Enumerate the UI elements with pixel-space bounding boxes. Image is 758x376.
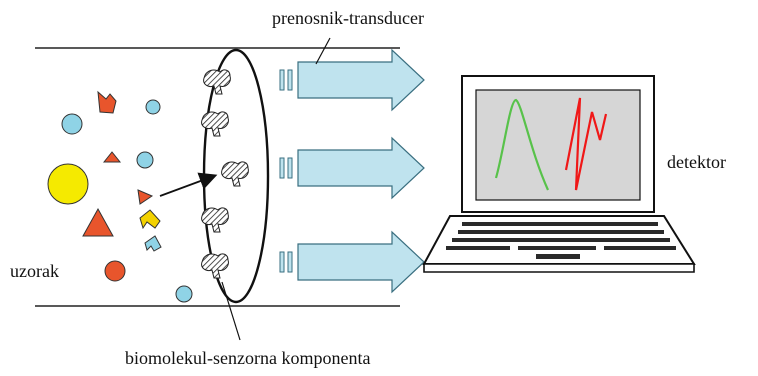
signal-trace-red bbox=[564, 97, 608, 191]
receptor-icon bbox=[201, 111, 229, 137]
receptor-icon bbox=[201, 207, 229, 233]
molecule-circle bbox=[61, 113, 83, 135]
molecule-circle bbox=[145, 99, 161, 115]
receptor-icon bbox=[203, 69, 231, 95]
molecule-blue-shape bbox=[144, 235, 162, 252]
molecule-large-triangle bbox=[82, 207, 114, 237]
detector-label: detektor bbox=[667, 152, 726, 172]
sample-label: uzorak bbox=[10, 261, 59, 281]
signal-arrow-icon bbox=[279, 230, 425, 294]
molecule-circle bbox=[136, 151, 154, 169]
receptor-icon bbox=[221, 161, 249, 187]
bioreceptor-leader-line bbox=[221, 281, 241, 341]
signal-arrow-icon bbox=[279, 48, 425, 112]
molecule-large-circle bbox=[47, 163, 89, 205]
receptor-icon bbox=[201, 253, 229, 279]
binding-arrow bbox=[159, 172, 218, 197]
molecule-triangle bbox=[102, 151, 122, 163]
molecule-yellow-shape bbox=[139, 209, 161, 230]
transducer-leader-line bbox=[315, 37, 331, 65]
laptop-screen bbox=[475, 89, 641, 201]
bioreceptor-label: biomolekul-senzorna komponenta bbox=[125, 348, 370, 368]
sample-molecules bbox=[47, 90, 193, 303]
molecule-cup-shape bbox=[97, 90, 117, 114]
transducer-arrows bbox=[279, 48, 425, 294]
molecule-triangle bbox=[137, 189, 154, 205]
bioreceptors bbox=[201, 69, 249, 279]
laptop-icon bbox=[422, 75, 696, 273]
transducer-label: prenosnik-transducer bbox=[272, 8, 424, 28]
laptop-keys bbox=[446, 222, 676, 259]
signal-arrow-icon bbox=[279, 136, 425, 200]
molecule-circle bbox=[104, 260, 126, 282]
molecule-circle bbox=[175, 285, 193, 303]
signal-trace-green bbox=[494, 98, 550, 191]
